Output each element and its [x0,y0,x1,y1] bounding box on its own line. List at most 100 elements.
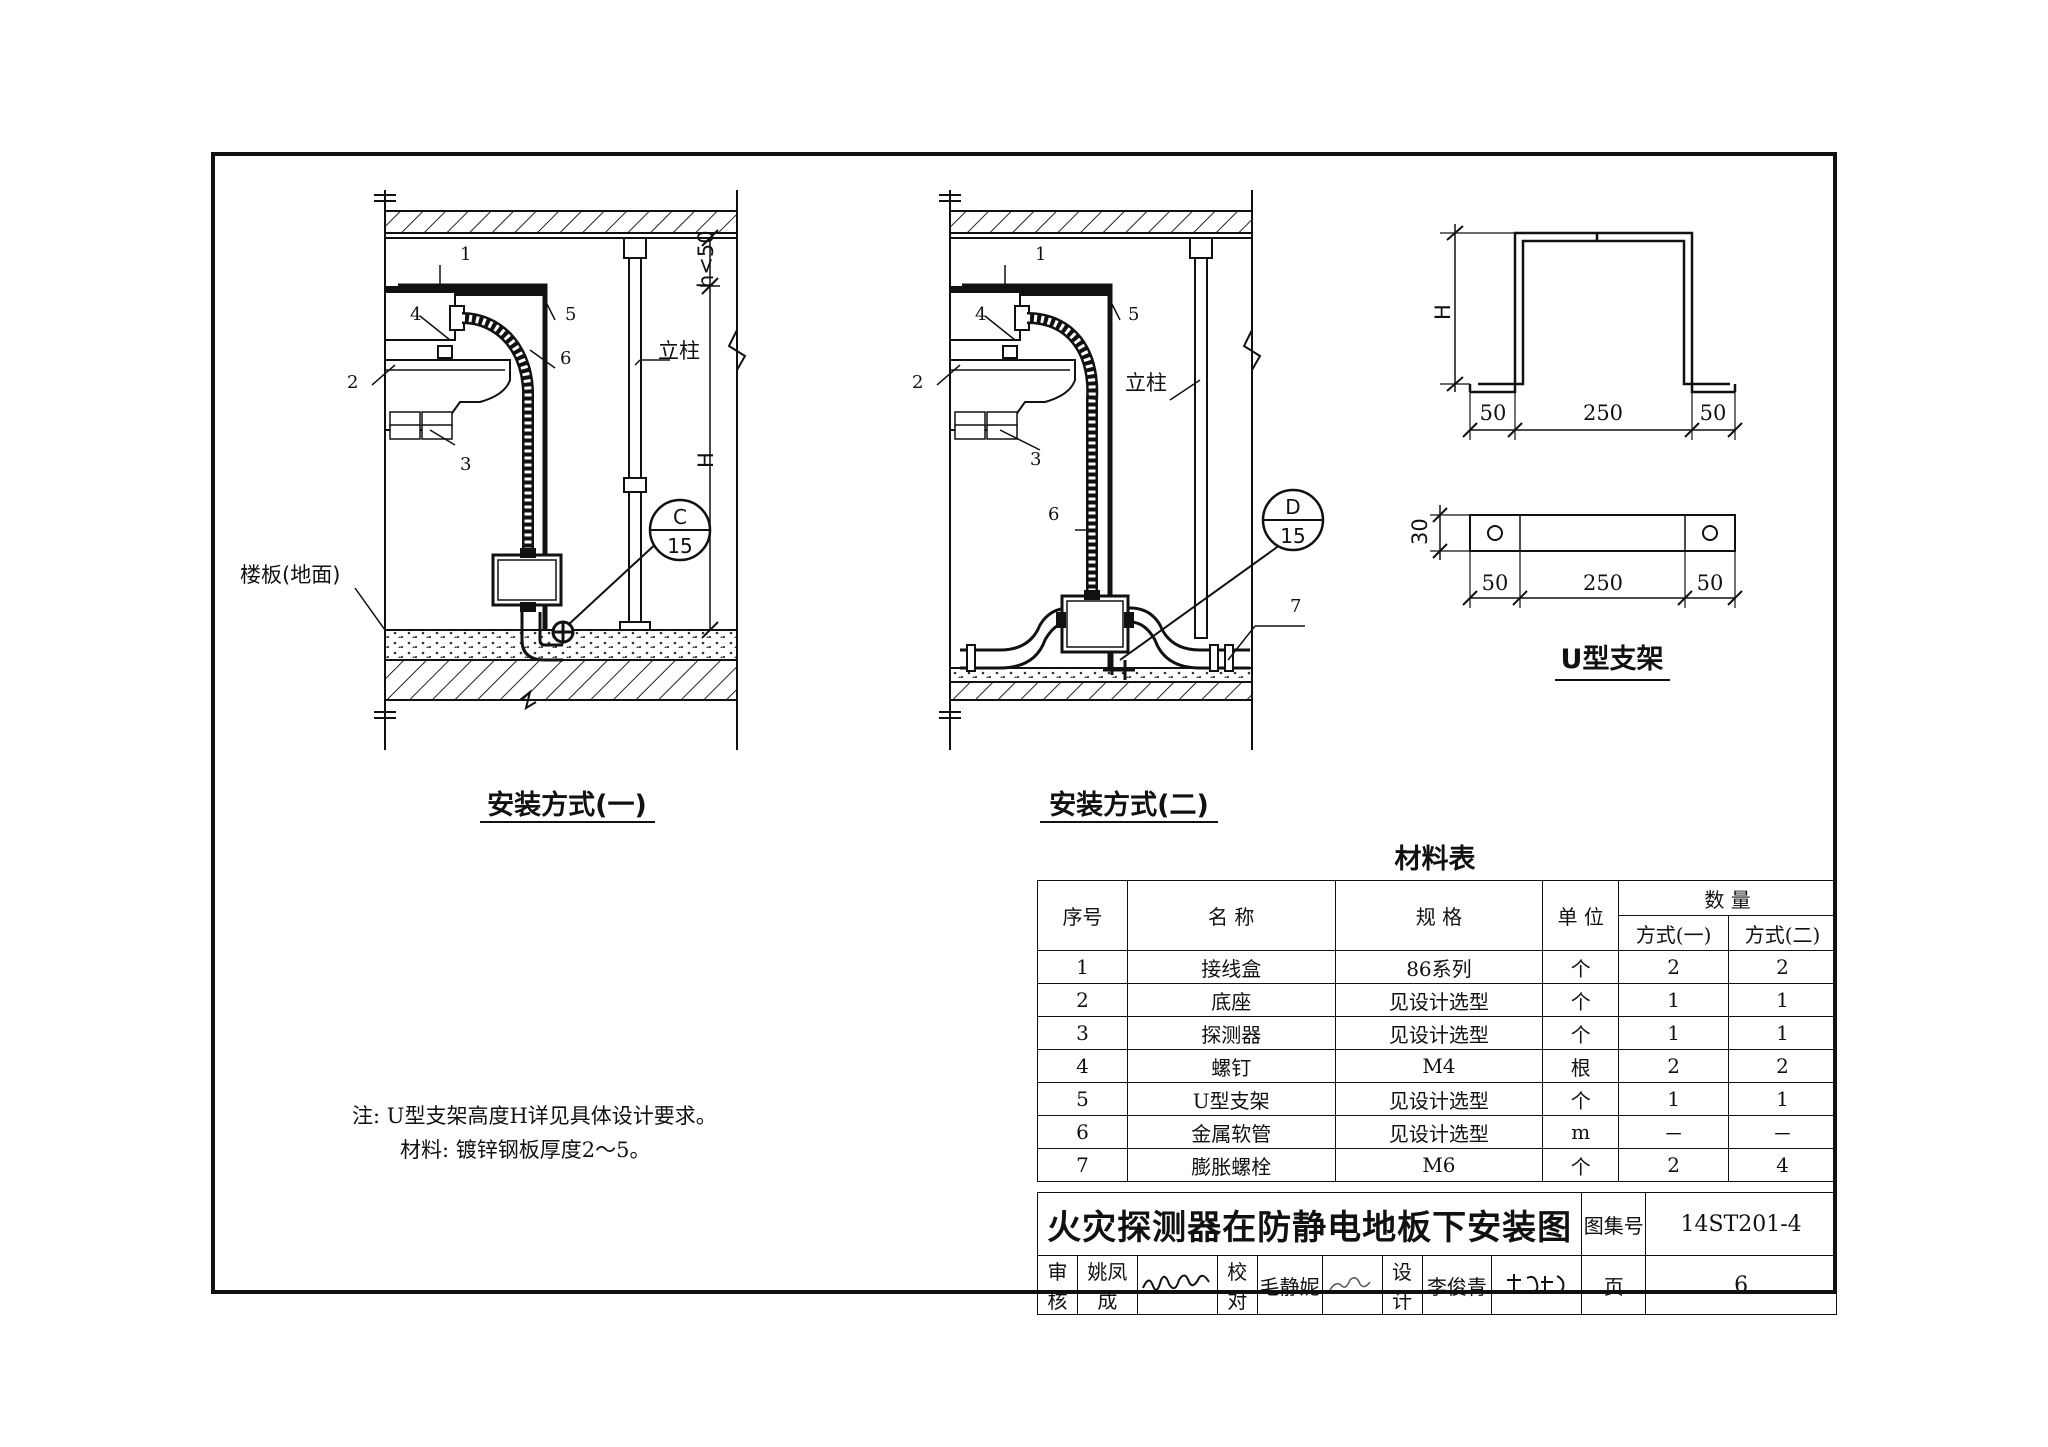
cell-qty2: 1 [1728,1016,1837,1050]
cell-unit: 个 [1542,950,1620,984]
cell-spec: M4 [1334,1049,1544,1083]
m2-callout-1: 1 [1035,244,1046,265]
title-block: 火灾探测器在防静电地板下安装图 图集号 14ST201-4 审核 姚凤成 校对 … [1036,1192,1837,1315]
cell-spec: M6 [1334,1148,1544,1182]
cell-name: U型支架 [1126,1082,1336,1116]
header-no: 序号 [1037,880,1128,951]
header-unit: 单 位 [1542,880,1620,951]
bracket-dim-top-right: 50 [1700,401,1727,425]
reviewer-name: 姚凤成 [1076,1255,1138,1315]
header-qty1: 方式(一) [1618,915,1730,951]
header-name: 名 称 [1126,880,1336,951]
cell-qty2: 1 [1728,1082,1837,1116]
cell-unit: 个 [1542,983,1620,1017]
cell-no: 3 [1037,1016,1128,1050]
bracket-dim-bot-right: 50 [1697,571,1724,595]
cell-no: 7 [1037,1148,1128,1182]
cell-qty2: 1 [1728,983,1837,1017]
cell-qty1: 1 [1618,983,1730,1017]
header-qty: 数 量 [1618,880,1837,916]
m1-detector [384,291,511,440]
sheet-border [211,152,1837,1294]
cell-unit: 个 [1542,1082,1620,1116]
atlas-label: 图集号 [1581,1192,1647,1256]
m2-expansion-bolt [1103,652,1135,680]
m1-callout-1: 1 [460,244,471,265]
cell-unit: 个 [1542,1148,1620,1182]
m1-dim-h: h<50 [694,230,718,288]
cell-qty1: 1 [1618,1082,1730,1116]
method1-drawing [354,190,747,750]
m2-callout-5: 5 [1128,304,1139,325]
m2-detail-number: 15 [1280,524,1305,548]
cell-spec: 见设计选型 [1334,1115,1544,1149]
m1-u-bracket [398,283,548,630]
bracket-dim-bot-mid: 250 [1583,571,1623,595]
m1-callout-2: 2 [347,372,358,393]
materials-title: 材料表 [1395,844,1476,875]
table-row: 2 底座 见设计选型 个 1 1 [1037,983,1837,1017]
m2-u-bracket [962,283,1113,668]
reviewer-signature [1136,1255,1218,1315]
cell-no: 1 [1037,950,1128,984]
drawing-title: 火灾探测器在防静电地板下安装图 [1036,1192,1583,1256]
cell-name: 底座 [1126,983,1336,1017]
review-label: 审核 [1037,1255,1078,1315]
m1-upper-slab [384,210,738,234]
m2-detector [949,291,1076,440]
m2-callout-2: 2 [912,372,923,393]
cell-unit: m [1542,1115,1620,1149]
checker-signature [1321,1255,1383,1315]
m1-conduit [520,612,563,662]
m2-support-column [1189,237,1213,639]
m1-detail-letter: C [673,505,687,529]
note-line-2: 材料: 镀锌钢板厚度2～5。 [400,1138,651,1162]
cell-no: 5 [1037,1082,1128,1116]
bracket-dim-thickness: 30 [1408,518,1432,545]
cell-spec: 见设计选型 [1334,983,1544,1017]
m2-callout-3: 3 [1030,449,1041,470]
page-number: 6 [1645,1255,1837,1315]
cell-name: 接线盒 [1126,950,1336,984]
cell-qty1: 2 [1618,1148,1730,1182]
header-qty2: 方式(二) [1728,915,1837,951]
m1-label-column: 立柱 [658,339,700,363]
cell-spec: 见设计选型 [1334,1016,1544,1050]
header-spec: 规 格 [1334,880,1544,951]
m2-caption: 安装方式(二) [1049,789,1209,821]
m1-support-column [619,237,651,631]
m1-callout-6: 6 [560,348,571,369]
m2-upper-slab [949,210,1253,234]
designer-signature [1491,1255,1583,1315]
m1-callout-4: 4 [410,304,421,325]
cell-qty1: － [1618,1115,1730,1149]
m2-detail-letter: D [1285,495,1300,519]
m1-callout-3: 3 [460,454,471,475]
m1-callout-5: 5 [565,304,576,325]
cell-qty2: 2 [1728,950,1837,984]
cell-no: 6 [1037,1115,1128,1149]
check-label: 校对 [1216,1255,1258,1315]
table-row: 1 接线盒 86系列 个 2 2 [1037,950,1837,984]
method2-drawing [936,190,1325,750]
cell-spec: 见设计选型 [1334,1082,1544,1116]
note-line-1: 注: U型支架高度H详见具体设计要求。 [352,1104,717,1128]
m2-label-column: 立柱 [1125,371,1167,395]
m1-label-floor: 楼板(地面) [240,563,340,587]
designer-name: 李俊青 [1421,1255,1493,1315]
u-bracket-detail [1430,224,1743,681]
cell-qty1: 2 [1618,1049,1730,1083]
table-row: 7 膨胀螺栓 M6 个 2 4 [1037,1148,1837,1182]
bracket-caption: U型支架 [1561,644,1664,675]
m2-junction-box [1060,594,1130,654]
cell-name: 膨胀螺栓 [1126,1148,1336,1182]
m2-callout-4: 4 [975,304,986,325]
cell-name: 螺钉 [1126,1049,1336,1083]
m2-floor-panel [950,286,1110,296]
bracket-dim-top-left: 50 [1480,401,1507,425]
m2-callout-7: 7 [1290,596,1301,617]
bracket-dim-bot-left: 50 [1482,571,1509,595]
m1-dim-H: H [694,452,718,468]
cell-no: 4 [1037,1049,1128,1083]
